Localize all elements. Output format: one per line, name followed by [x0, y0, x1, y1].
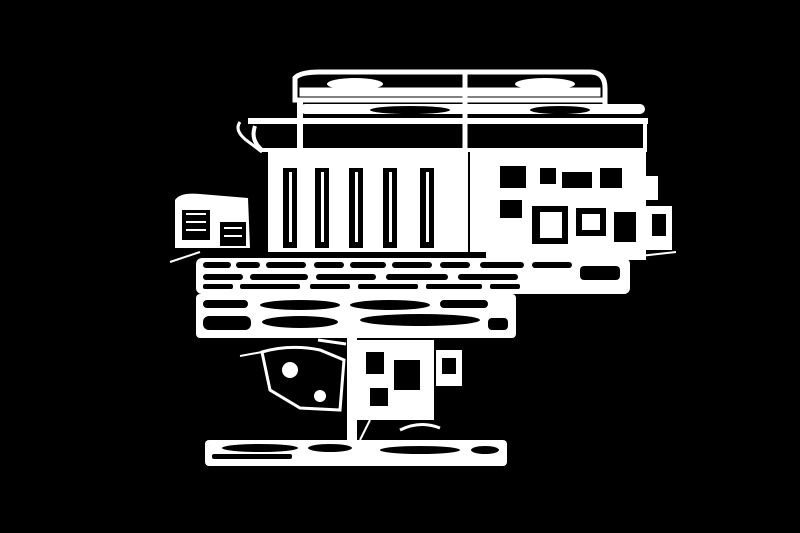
support-area-south — [239, 338, 462, 446]
cargo-area-east — [486, 152, 677, 260]
south-runway-pair — [196, 294, 516, 338]
terminal-concourses — [268, 150, 524, 252]
west-terminal-area — [169, 121, 263, 263]
far-south-runway — [205, 440, 507, 466]
north-runway-pair — [248, 69, 648, 152]
central-taxiway-system — [196, 258, 630, 294]
